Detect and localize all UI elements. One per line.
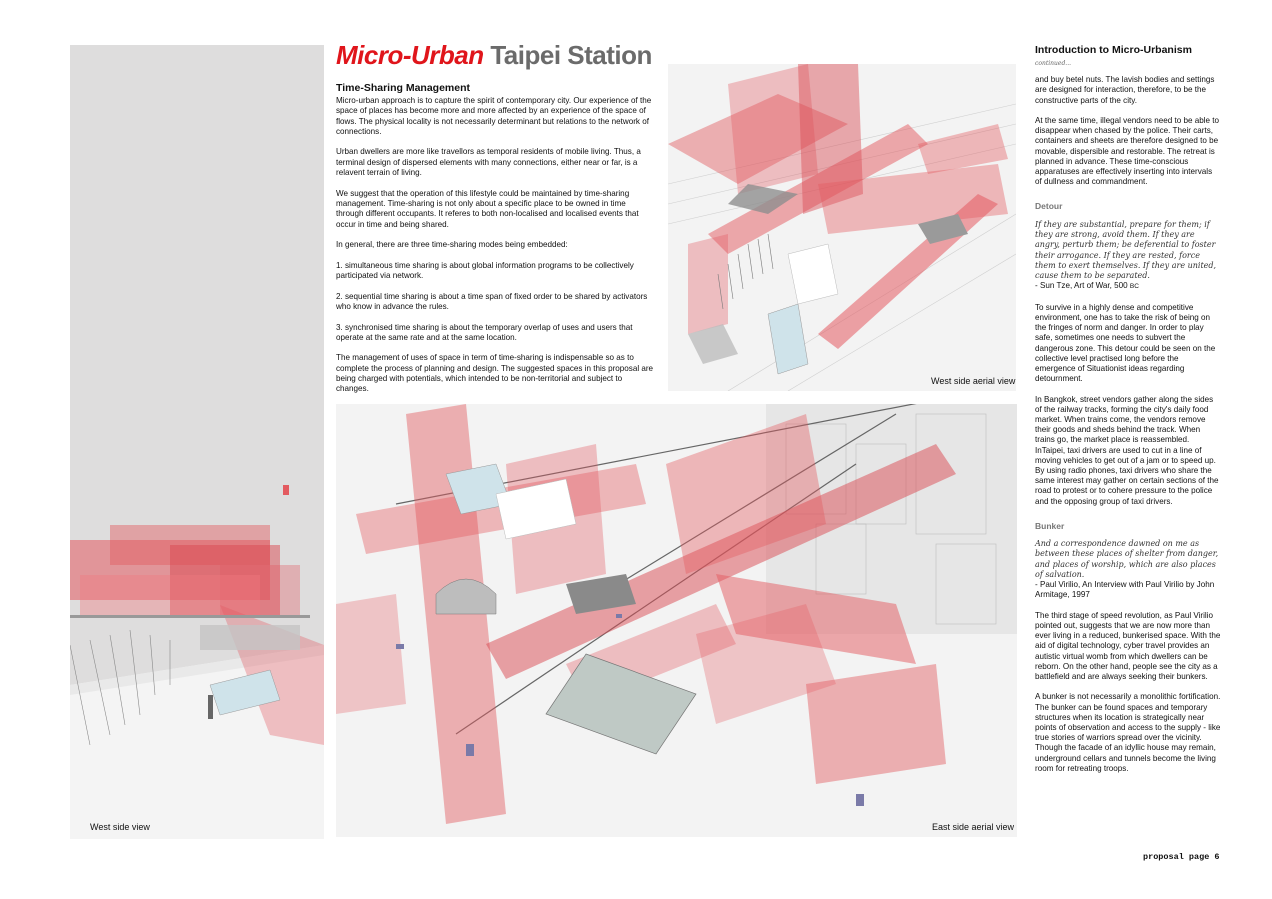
bunker-paragraph: A bunker is not necessarily a monolithic… xyxy=(1035,692,1221,773)
intro-heading: Introduction to Micro-Urbanism xyxy=(1035,44,1192,56)
west-side-view-caption: West side view xyxy=(90,822,150,832)
title-micro-urban: Micro-Urban xyxy=(336,40,484,70)
detour-paragraph: To survive in a highly dense and competi… xyxy=(1035,302,1216,384)
bunker-heading: Bunker xyxy=(1035,520,1065,531)
mid-paragraph: 2. sequential time sharing is about a ti… xyxy=(336,291,648,311)
mid-paragraph: 1. simultaneous time sharing is about gl… xyxy=(336,260,634,281)
intro-paragraph: At the same time, illegal vendors need t… xyxy=(1035,116,1220,187)
mid-paragraph: In general, there are three time-sharing… xyxy=(336,240,568,250)
mid-paragraph: 3. synchronised time sharing is about th… xyxy=(336,322,633,342)
east-aerial-view-image: East side aerial view xyxy=(336,404,1017,837)
intro-paragraph: and buy betel nuts. The lavish bodies an… xyxy=(1035,75,1215,105)
mid-paragraph: Micro-urban approach is to capture the s… xyxy=(336,96,652,136)
title-taipei-station: Taipei Station xyxy=(490,40,652,70)
west-side-view-image: West side view xyxy=(70,45,324,839)
east-aerial-render xyxy=(336,404,1017,837)
bunker-paragraph: The third stage of speed revolution, as … xyxy=(1035,610,1221,682)
mid-paragraph: We suggest that the operation of this li… xyxy=(336,188,639,229)
bunker-quote: And a correspondence dawned on me as bet… xyxy=(1035,539,1219,579)
west-aerial-view-image: West side aerial view xyxy=(668,64,1016,391)
time-sharing-heading: Time-Sharing Management xyxy=(336,82,470,94)
continued-note: continued... xyxy=(1035,60,1072,67)
west-aerial-caption: West side aerial view xyxy=(931,376,1016,386)
detour-attribution-text: - Sun Tze, Art of War, 500 xyxy=(1035,281,1130,291)
west-side-view-render xyxy=(70,45,324,839)
mid-paragraph: The management of uses of space in term … xyxy=(336,353,654,394)
micro-urbanism-intro-section: Introduction to Micro-Urbanism continued… xyxy=(1035,44,1221,784)
detour-heading: Detour xyxy=(1035,201,1063,212)
detour-attribution: - Sun Tze, Art of War, 500 BC xyxy=(1035,281,1221,292)
east-aerial-caption: East side aerial view xyxy=(932,822,1015,832)
time-sharing-section: Time-Sharing Management Micro-urban appr… xyxy=(336,82,654,405)
detour-attribution-era: BC xyxy=(1129,283,1139,291)
mid-paragraph: Urban dwellers are more like travellors … xyxy=(336,147,641,178)
page-title: Micro-Urban Taipei Station xyxy=(336,40,652,71)
detour-quote: If they are substantial, prepare for the… xyxy=(1035,219,1217,281)
detour-paragraph: In Bangkok, street vendors gather along … xyxy=(1035,394,1219,506)
page-number: proposal page 6 xyxy=(1143,852,1220,862)
west-aerial-render xyxy=(668,64,1016,391)
bunker-attribution: - Paul Virilio, An Interview with Paul V… xyxy=(1035,580,1215,600)
